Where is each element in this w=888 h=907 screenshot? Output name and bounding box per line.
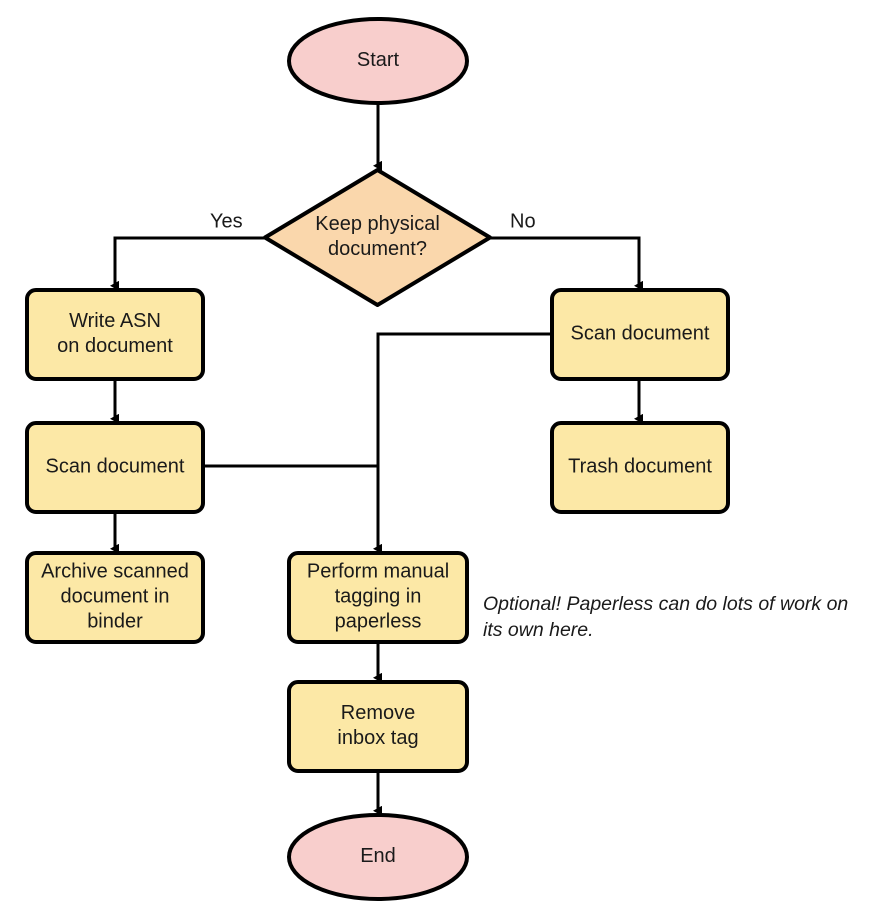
node-shape-rect (287, 551, 469, 644)
node-end[interactable]: End (287, 813, 469, 901)
node-shape-ellipse (287, 17, 469, 105)
node-shape-ellipse (287, 813, 469, 901)
node-shape-rect (25, 421, 205, 514)
node-label-end: End (360, 845, 396, 867)
edges-layer (110, 103, 643, 816)
node-shape-rect (287, 680, 469, 773)
edge-decision-to-scan-right (490, 236, 643, 291)
annotations-layer: Optional! Paperless can do lots of work … (483, 593, 848, 641)
edge-labels-layer: Yes No (210, 210, 536, 232)
node-scan-right[interactable]: Scan document (550, 288, 730, 381)
node-shape-diamond (263, 168, 492, 307)
node-label-trash-document: Trash document (568, 456, 712, 478)
edge-label-yes-label: Yes (210, 210, 243, 232)
node-trash-document[interactable]: Trash document (550, 421, 730, 514)
edge-label-no-label: No (510, 210, 536, 232)
node-shape-rect (25, 288, 205, 381)
edge-decision-to-write-asn (110, 236, 265, 291)
node-label-start: Start (357, 49, 400, 71)
edge-scan-right-to-tagging (373, 332, 552, 554)
node-scan-left[interactable]: Scan document (25, 421, 205, 514)
node-start[interactable]: Start (287, 17, 469, 105)
node-shape-rect (25, 551, 205, 644)
node-shape-rect (550, 288, 730, 381)
annotation-paperless-note: Optional! Paperless can do lots of work … (483, 593, 848, 641)
node-label-scan-right: Scan document (571, 323, 710, 345)
node-label-scan-left: Scan document (46, 456, 185, 478)
node-shape-rect (550, 421, 730, 514)
